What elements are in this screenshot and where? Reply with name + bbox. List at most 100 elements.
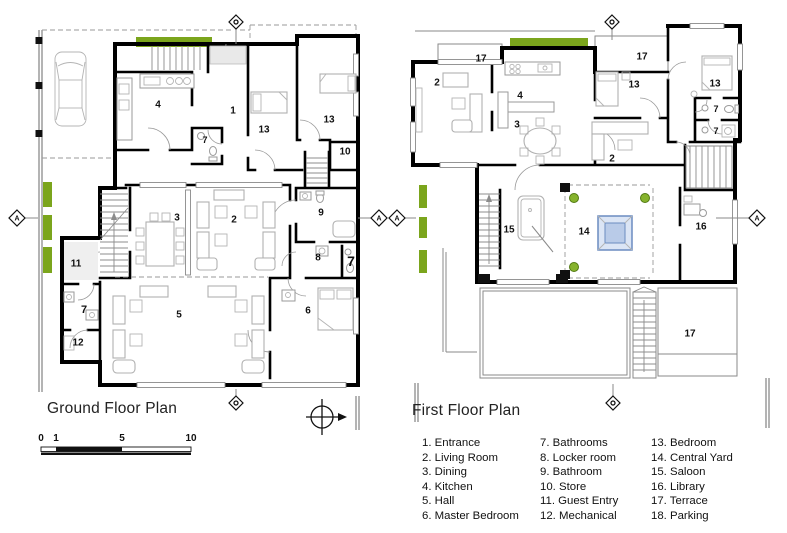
ff-library-desk [683,195,707,217]
room-label-5: 5 [176,309,182,321]
room-label-2: 2 [434,77,440,89]
legend-item: 12. Mechanical [540,509,617,522]
section-marker-letter: A [754,216,759,223]
room-label-15: 15 [503,224,515,236]
ff-bath-fixtures [701,104,739,138]
room-label-1: 1 [230,105,236,117]
tree-icon [569,193,579,203]
section-marker-icon [748,209,766,227]
room-label-13: 13 [628,79,640,91]
legend-item: 2. Living Room [422,451,498,464]
room-label-7: 7 [713,104,719,114]
legend-item: 14. Central Yard [651,451,733,464]
legend-item: 9. Bathroom [540,466,603,479]
gf-bed-13b [319,73,357,94]
ff-living-furniture [415,72,483,133]
gf-bed-13a [250,91,288,114]
room-label-12: 12 [72,337,84,349]
legend-item: 13. Bedroom [651,437,717,449]
datum-markers [228,14,621,411]
billiard-table [517,195,554,253]
section-marker-icon [388,209,406,227]
datum-marker-icon [228,395,244,411]
section-markers: A A A A [8,209,766,227]
section-marker-letter: A [376,216,381,223]
ff-central-yard [478,183,654,283]
datum-marker-icon [228,14,244,30]
ff-dining-table [519,117,561,165]
room-label-4: 4 [155,99,161,111]
legend-item: 1. Entrance [422,437,481,449]
gf-master-bed [281,287,354,331]
gf-main-stairs [99,193,129,273]
legend-item: 17. Terrace [651,495,708,508]
legend-item: 4. Kitchen [422,480,473,493]
room-label-4: 4 [517,90,523,102]
scale-tick: 0 [38,433,44,444]
ff-corridor-stairs [685,145,733,189]
ff-interior-walls [475,24,742,284]
room-label-13: 13 [709,78,721,90]
ff-terrace-stairs [632,286,657,379]
room-label-7: 7 [347,253,355,269]
ff-family-sofa [591,121,649,161]
room-label-10: 10 [339,146,351,158]
room-label-7: 7 [713,126,719,136]
gf-door-swings [69,43,321,353]
datum-marker-icon [605,395,621,411]
legend-item: 7. Bathrooms [540,437,608,449]
ff-kitchen-counters [497,61,561,129]
room-label-13: 13 [323,114,335,126]
gf-hall-furniture [112,285,265,374]
room-label-3: 3 [514,119,520,131]
gf-site-boundary [35,24,360,430]
north-compass-icon [306,399,347,435]
tree-icon [640,193,650,203]
datum-marker-icon [604,14,620,30]
gf-dining-table [135,212,185,267]
first-floor-drawing [410,23,770,428]
room-label-7: 7 [202,135,208,145]
tree-icon [569,262,579,272]
scale-tick: 1 [53,433,59,444]
room-label-2: 2 [231,214,237,226]
ff-planters [419,38,588,273]
room-label-7: 7 [80,304,88,316]
scale-tick: 5 [119,433,125,444]
ff-site-boundary [414,30,770,428]
legend-item: 15. Saloon [651,466,706,479]
room-label-6: 6 [305,305,311,317]
room-label-14: 14 [578,226,590,238]
room-label-11: 11 [70,258,82,270]
legend-item: 6. Master Bedroom [422,509,519,522]
ff-bed-13a [595,71,631,107]
gf-living-furniture [196,189,276,271]
first-floor-title: First Floor Plan [412,402,521,419]
scale-tick: 10 [185,433,197,444]
room-label-13: 13 [258,124,270,136]
section-marker-icon [8,209,26,227]
legend-item: 8. Locker room [540,451,616,464]
ground-floor-title: Ground Floor Plan [47,400,178,417]
gf-windows [136,53,359,388]
legend-item: 3. Dining [422,466,467,479]
ff-bed-13b [690,55,733,98]
legend-item: 5. Hall [422,495,455,508]
gf-back-stairs [306,157,328,184]
section-marker-icon [370,209,388,227]
legend-item: 18. Parking [651,509,709,522]
section-marker-letter: A [14,216,19,223]
room-label-17: 17 [636,51,648,63]
legend-item: 10. Store [540,480,587,493]
gf-top-stairs [151,46,201,70]
room-label-16: 16 [695,221,707,233]
gf-guest-entry-floor [64,242,98,280]
legend-item: 11. Guest Entry [540,495,619,508]
gf-interior-walls [60,34,360,380]
ff-saloon-stairs [479,193,500,267]
pool-skylight [597,215,633,251]
